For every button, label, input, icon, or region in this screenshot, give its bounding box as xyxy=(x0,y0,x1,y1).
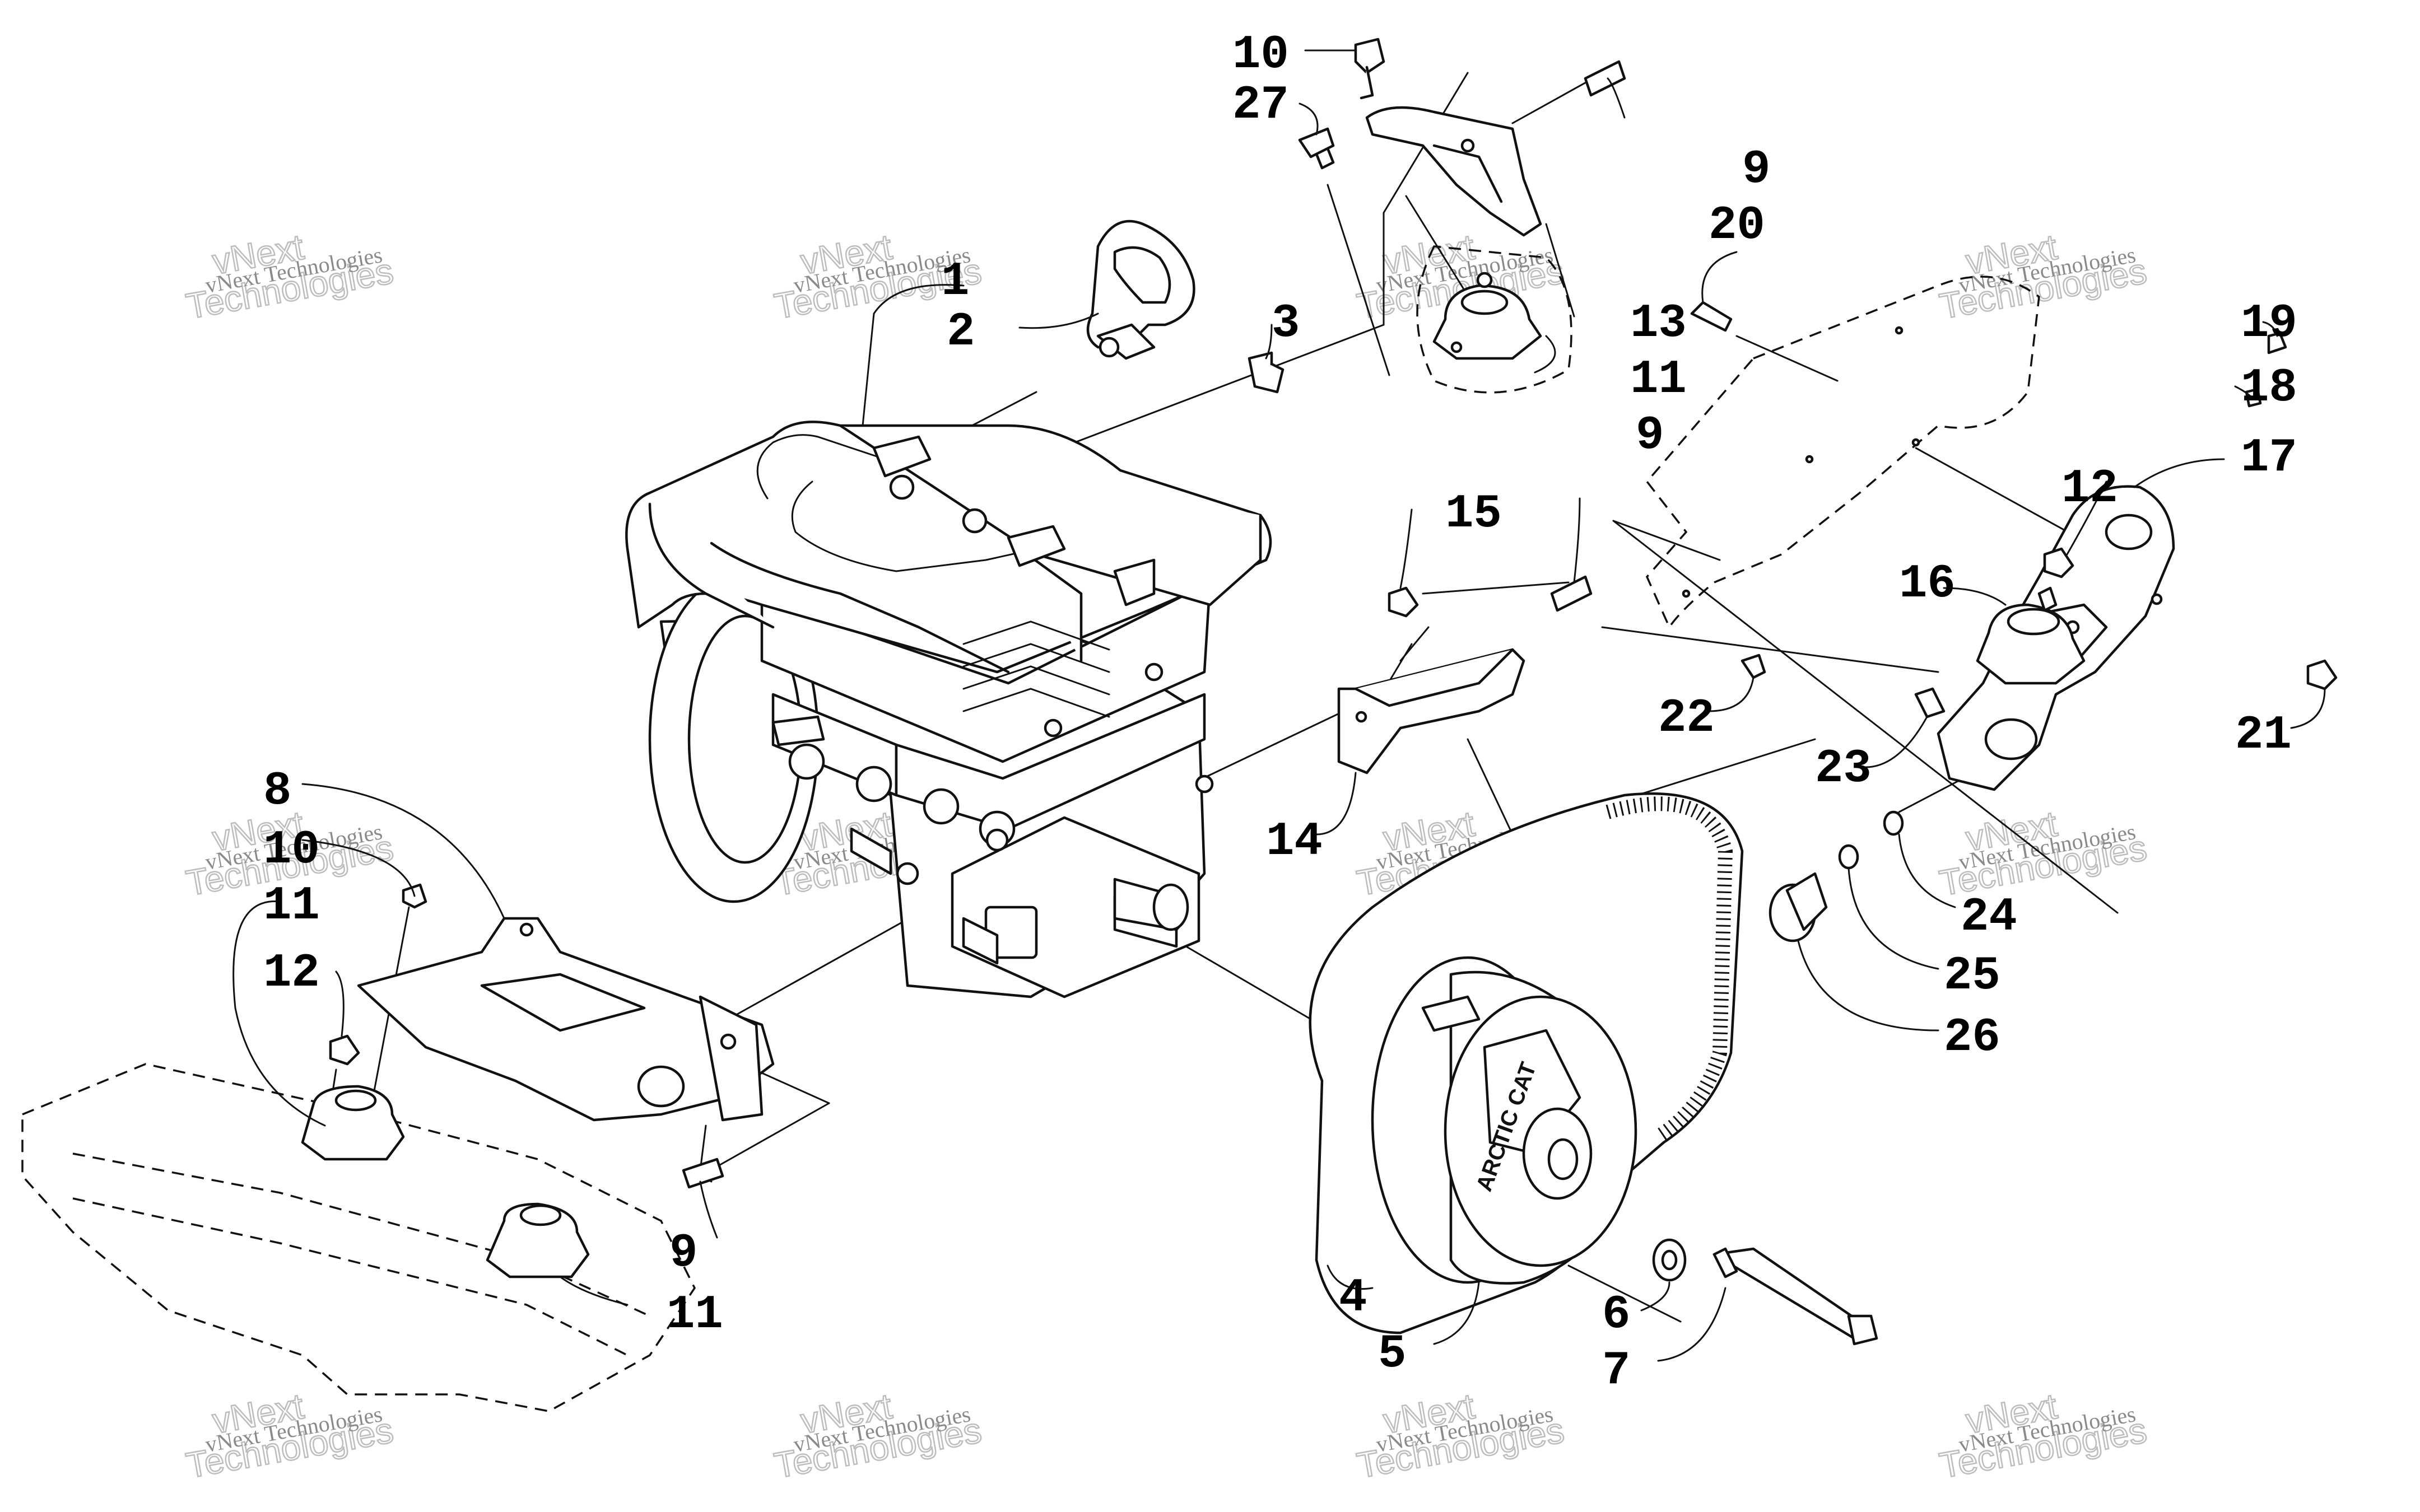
watermark: vNext Technologies vNext Technologies xyxy=(1353,1385,1568,1486)
watermark: vNext Technologies vNext Technologies xyxy=(771,1385,985,1486)
watermark: vNext Technologies vNext Technologies xyxy=(183,1385,397,1486)
callout-25: 25 xyxy=(1944,950,2000,1003)
nut-15 xyxy=(1388,586,1419,618)
callout-9-top: 9 xyxy=(1742,143,1770,197)
assembly-lines xyxy=(324,66,2130,1323)
part-13-upper-bracket xyxy=(1365,106,1542,237)
part-14-bracket xyxy=(1337,648,1525,774)
part-20-frame-bracket xyxy=(1645,276,2040,629)
washer-25 xyxy=(1838,844,1859,870)
callout-17: 17 xyxy=(2241,432,2297,485)
part-18 xyxy=(2245,388,2262,408)
bolt-9-mid xyxy=(1550,575,1593,612)
callout-12-left: 12 xyxy=(263,947,320,1000)
callout-4: 4 xyxy=(1339,1272,1367,1325)
callout-27: 27 xyxy=(1232,79,1289,132)
nut-12-left xyxy=(329,1034,360,1066)
watermark: vNext Technologies vNext Technologies xyxy=(1936,802,2151,904)
bolt-9-left xyxy=(682,1158,724,1189)
callout-23: 23 xyxy=(1815,743,1872,796)
callout-9-left: 9 xyxy=(669,1227,697,1280)
callout-20: 20 xyxy=(1709,199,1765,253)
nut-21 xyxy=(2306,659,2338,690)
nut-12-right xyxy=(2043,547,2074,578)
callout-10-left: 10 xyxy=(263,824,320,877)
callout-11-top: 11 xyxy=(1630,353,1687,407)
part-16-mount xyxy=(1976,586,2086,685)
part-2-recoil-handle xyxy=(1086,220,1195,360)
callout-leaders xyxy=(232,49,2326,1362)
callout-11-left-a: 11 xyxy=(263,880,320,933)
callout-16: 16 xyxy=(1899,558,1956,611)
callout-6: 6 xyxy=(1602,1289,1630,1342)
bolt-7 xyxy=(1712,1247,1878,1346)
callout-19: 19 xyxy=(2241,297,2297,351)
frame-rail-dashed xyxy=(21,1063,696,1412)
callout-5: 5 xyxy=(1378,1328,1406,1381)
callout-18: 18 xyxy=(2241,362,2297,415)
callout-26: 26 xyxy=(1944,1011,2000,1065)
part-11-upper-mount-dashed xyxy=(1416,245,1572,394)
bolt-9-top xyxy=(1584,60,1626,97)
bolt-20 xyxy=(1690,301,1733,332)
washer-6 xyxy=(1652,1238,1687,1282)
engine-assembly xyxy=(625,421,1272,998)
watermark: vNext Technologies vNext Technologies xyxy=(183,226,397,327)
callout-3: 3 xyxy=(1272,297,1300,351)
knob-26 xyxy=(1769,872,1828,942)
bolt-23 xyxy=(1914,687,1946,718)
callout-11-left-b: 11 xyxy=(667,1289,723,1342)
watermark: vNext Technologies vNext Technologies xyxy=(1936,1385,2151,1486)
nut-22 xyxy=(1740,654,1766,679)
part-11-rubber-mount-top xyxy=(1432,272,1542,360)
callout-12-right: 12 xyxy=(2061,463,2118,516)
callout-21: 21 xyxy=(2235,709,2292,762)
callout-10-top: 10 xyxy=(1232,29,1289,82)
watermark: vNext Technologies vNext Technologies xyxy=(1936,226,2151,327)
part-8-engine-bracket xyxy=(357,917,775,1122)
callout-8: 8 xyxy=(263,765,291,818)
callout-1: 1 xyxy=(941,255,969,309)
bolt-10-top xyxy=(1354,38,1385,100)
callout-24: 24 xyxy=(1961,891,2017,944)
callout-15: 15 xyxy=(1445,488,1502,541)
callout-2: 2 xyxy=(947,306,975,359)
washer-24 xyxy=(1883,810,1904,836)
part-5-drive-clutch: ARCTIC CAT xyxy=(1371,956,1637,1285)
callout-9-mid: 9 xyxy=(1636,409,1664,463)
callout-labels: 1 2 3 4 5 6 7 8 9 9 9 10 10 11 11 11 12 … xyxy=(263,29,2297,1398)
callout-13: 13 xyxy=(1630,297,1687,351)
callout-22: 22 xyxy=(1658,692,1715,745)
part-11-left-mount-b xyxy=(486,1202,590,1278)
bolt-27 xyxy=(1298,127,1335,170)
callout-7: 7 xyxy=(1602,1345,1630,1398)
callout-14: 14 xyxy=(1266,815,1323,869)
part-3-clip xyxy=(1248,351,1285,394)
part-11-left-mount-a xyxy=(301,1085,405,1161)
